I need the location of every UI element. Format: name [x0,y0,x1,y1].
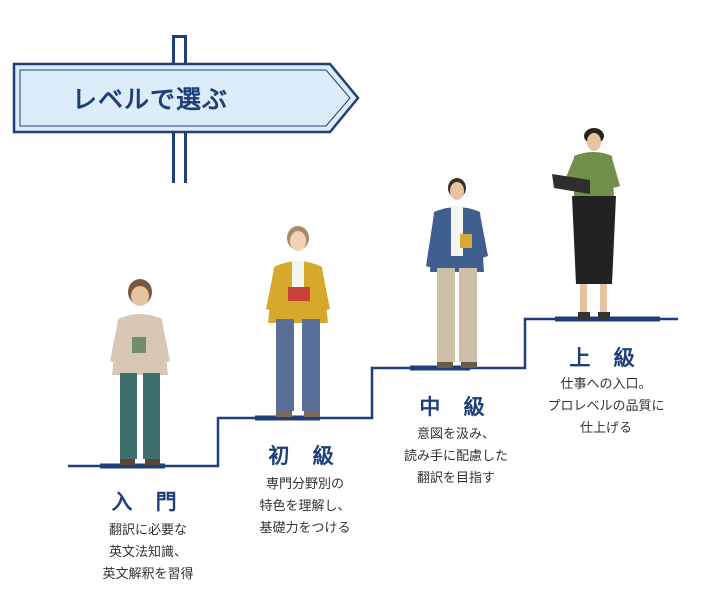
level-desc-advanced: 仕事への入口。 プロレベルの品質に 仕上げる [547,377,665,436]
signpost-pole-top [172,35,188,65]
level-title-elementary: 初 級 [268,444,342,468]
advanced-person-illustration [552,128,620,320]
level-title-intermediate: 中 級 [419,395,493,419]
sign-title: レベルで選ぶ [72,85,229,114]
signpost-pole-bottom [172,131,188,183]
level-title-advanced: 上 級 [569,346,643,370]
level-title-beginner: 入 門 [111,490,185,514]
level-desc-elementary: 専門分野別の 特色を理解し、 基礎力をつける [259,477,351,536]
intermediate-person-illustration [426,178,488,368]
beginner-person-illustration [110,279,170,465]
elementary-person-illustration [266,226,330,417]
level-desc-intermediate: 意図を汲み、 読み手に配慮した 翻訳を目指す [403,427,508,486]
signpost-board [12,62,360,134]
level-desc-beginner: 翻訳に必要な 英文法知識、 英文解釈を習得 [102,523,194,582]
